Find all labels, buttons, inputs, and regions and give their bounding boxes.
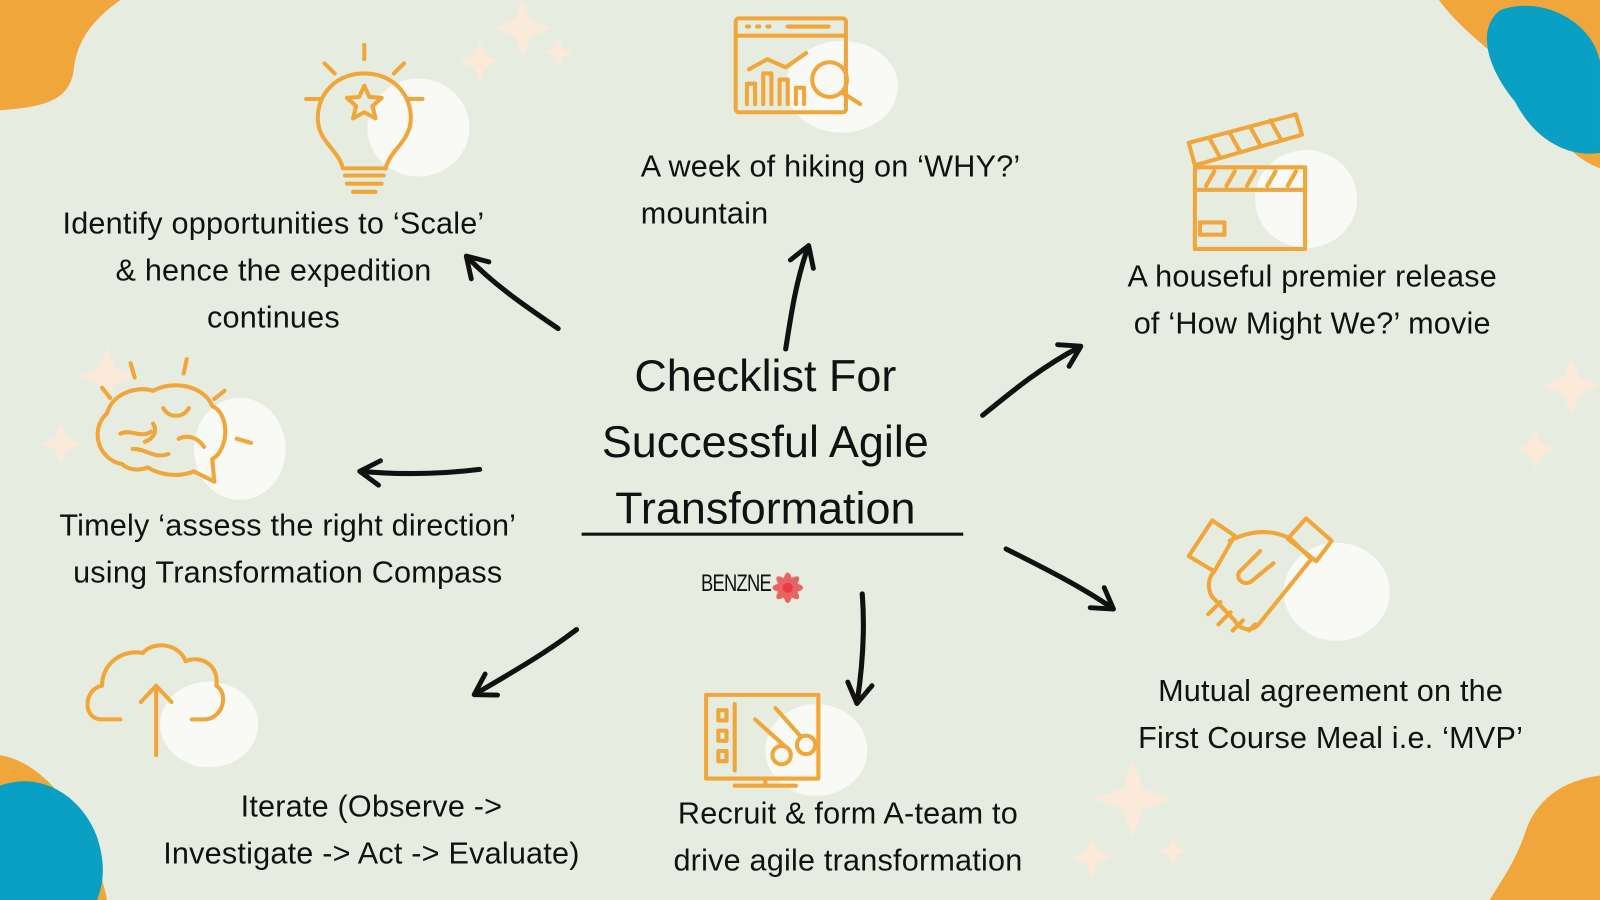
item-line: A week of hiking on ‘WHY?’: [640, 149, 1021, 184]
handshake-icon: [1186, 516, 1334, 633]
brand-logo: BENZNE: [701, 569, 772, 598]
item-line: Iterate (Observe ->: [240, 789, 503, 824]
title-underline: [581, 532, 964, 536]
video-editing-icon: [704, 692, 821, 788]
item-iterate: Iterate (Observe -> Investigate -> Act -…: [163, 784, 579, 878]
item-line: & hence the expedition: [115, 254, 432, 288]
title-line: Checklist For: [634, 351, 897, 402]
item-line: First Course Meal i.e. ‘MVP’: [1138, 721, 1524, 756]
item-line: Recruit & form A-team to: [677, 796, 1018, 831]
corner-blob-top-right-blue: [1486, 5, 1600, 154]
corner-blob-bottom-left-blue: [0, 781, 103, 900]
item-why-mountain: A week of hiking on ‘WHY?’ mountain: [641, 144, 1021, 238]
item-recruit: Recruit & form A-team to drive agile tra…: [673, 791, 1022, 885]
item-line: drive agile transformation: [673, 843, 1023, 878]
icon-blobs: [160, 40, 1390, 796]
brain-icon: [95, 357, 254, 484]
arrow-to-mvp: [1003, 546, 1116, 612]
item-line: continues: [207, 301, 340, 335]
item-hmw-movie: A houseful premier release of ‘How Might…: [1128, 254, 1497, 348]
clapperboard-icon: [1186, 112, 1308, 252]
item-line: using Transformation Compass: [73, 556, 503, 590]
arrow-to-scale: [463, 253, 561, 332]
lightbulb-star-icon: [304, 42, 425, 194]
arrow-to-why: [783, 243, 816, 352]
item-mvp: Mutual agreement on the First Course Mea…: [1138, 668, 1523, 762]
item-compass: Timely ‘assess the right direction’ usin…: [59, 503, 516, 597]
sparkles: [40, 0, 1600, 878]
item-line: A houseful premier release: [1127, 260, 1497, 294]
page-title: Checklist For Successful Agile Transform…: [602, 343, 929, 542]
cloud-upload-icon: [85, 643, 226, 758]
arrow-to-recruit: [845, 591, 875, 706]
item-line: mountain: [640, 196, 769, 231]
arrow-to-hmw: [980, 342, 1084, 418]
item-line: of ‘How Might We?’ movie: [1133, 307, 1491, 341]
item-line: Mutual agreement on the: [1158, 674, 1504, 709]
analytics-search-icon: [733, 16, 863, 115]
corner-blob-bottom-right: [1489, 775, 1600, 900]
arrow-to-iterate: [471, 627, 580, 698]
item-line: Identify opportunities to ‘Scale’: [62, 207, 485, 241]
logo-flower-icon: [772, 572, 804, 604]
arrow-to-compass: [357, 458, 483, 488]
item-scale: Identify opportunities to ‘Scale’ & henc…: [62, 201, 484, 342]
title-line: Transformation: [615, 483, 916, 534]
item-line: Timely ‘assess the right direction’: [59, 509, 517, 543]
item-line: Investigate -> Act -> Evaluate): [163, 836, 580, 871]
arrows: [357, 243, 1116, 706]
logo-text: BENZNE: [701, 569, 772, 597]
corner-blob-top-left: [0, 0, 121, 111]
title-line: Successful Agile: [601, 417, 929, 468]
